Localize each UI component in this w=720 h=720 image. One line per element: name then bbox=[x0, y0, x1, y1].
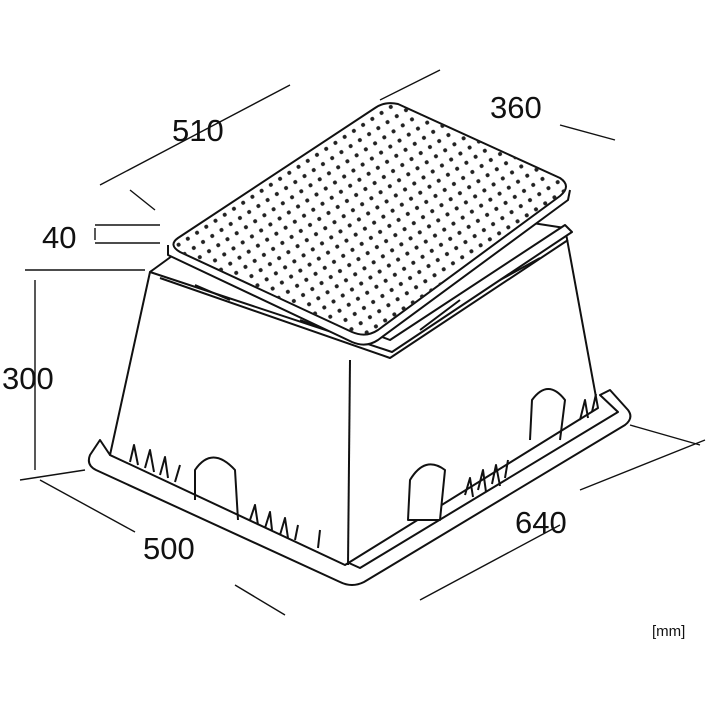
unit-label: [mm] bbox=[652, 623, 686, 640]
base-flange bbox=[87, 389, 632, 586]
dimension-lid-length: 510 bbox=[172, 113, 224, 148]
dimension-body-height: 300 bbox=[2, 361, 54, 396]
body-front-edge bbox=[347, 359, 351, 566]
dimension-lines bbox=[19, 69, 706, 616]
arch bbox=[529, 388, 566, 441]
dimension-base-width: 500 bbox=[143, 531, 195, 566]
dimension-lid-width: 360 bbox=[490, 90, 542, 125]
arch bbox=[407, 463, 446, 521]
arch bbox=[194, 456, 239, 521]
dimension-base-length: 640 bbox=[515, 505, 567, 540]
dimension-lid-height: 40 bbox=[42, 220, 77, 255]
